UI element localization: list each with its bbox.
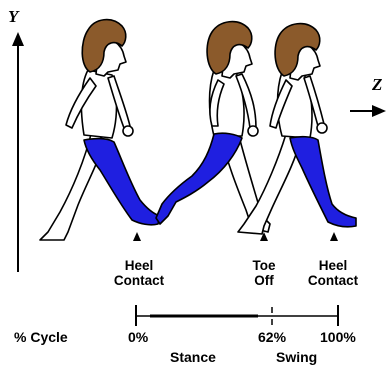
z-axis-label: Z (372, 75, 383, 94)
tick-label-end: 100% (320, 329, 356, 345)
event-label-heel-contact-2: Heel Contact (300, 258, 366, 288)
event-label-line2: Contact (113, 273, 165, 288)
event-marker-heel-contact-1 (133, 232, 141, 241)
blue-leg-2 (155, 132, 243, 225)
walking-figure-1 (39, 18, 161, 241)
event-label-line1: Toe (252, 258, 276, 273)
hair-1 (81, 18, 127, 73)
tick-label-transition: 62% (258, 329, 287, 345)
cycle-timeline (135, 305, 339, 326)
blue-leg-1 (83, 137, 161, 226)
event-marker-toe-off (260, 232, 268, 241)
event-marker-heel-contact-2 (330, 232, 338, 241)
blue-leg-3 (289, 135, 357, 228)
event-label-toe-off: Toe Off (240, 258, 288, 288)
hair-2 (206, 20, 253, 75)
tick-label-start: 0% (128, 329, 149, 345)
phase-label-stance: Stance (170, 349, 216, 365)
y-axis-arrowhead (12, 32, 24, 46)
phase-label-swing: Swing (276, 349, 318, 365)
cycle-label: % Cycle (14, 329, 68, 345)
y-axis-label: Y (8, 7, 19, 26)
event-label-line1: Heel (124, 258, 154, 273)
walking-figure-3 (237, 22, 357, 235)
event-label-heel-contact-1: Heel Contact (106, 258, 172, 288)
event-label-line2: Off (254, 273, 274, 288)
hair-3 (274, 22, 321, 77)
event-label-line1: Heel (318, 258, 348, 273)
z-axis-arrowhead (372, 105, 386, 117)
walking-figure-2 (155, 20, 271, 233)
event-label-line2: Contact (307, 273, 359, 288)
